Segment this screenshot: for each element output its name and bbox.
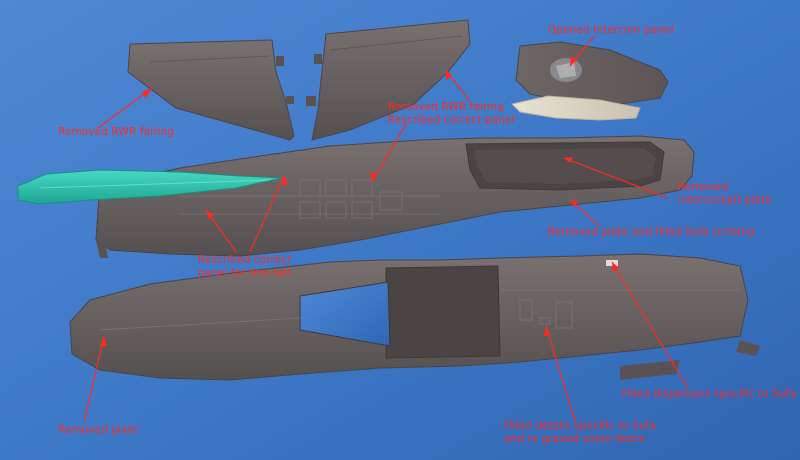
label-filled-details-line2: and re graved some doors <box>504 433 645 445</box>
intercom-panel-part <box>515 41 669 105</box>
label-removed-rwr-fairing-center: Removed RWR fairing <box>388 101 505 113</box>
label-removed-plate: Removed plate <box>58 424 139 436</box>
label-rescribed-thin-tail-line1: Rescribed correct <box>198 254 292 266</box>
lower-fuselage <box>69 253 760 381</box>
label-removed-intercockpit-line2: intercockpit plate <box>678 194 772 206</box>
vertical-fin <box>127 39 295 141</box>
label-removed-rwr-fairing-left: Removed RWR fairing <box>58 126 175 138</box>
label-filled-dispensers: Filled dispensers specific to Sufa <box>622 388 797 400</box>
annotation-arrowheads <box>100 56 619 346</box>
teal-spine-part <box>17 169 283 205</box>
label-rescribed-correct-panel: Rescribed correct panel <box>388 114 515 126</box>
label-filled-details-line1: Filled details specific to Sufa <box>504 420 657 432</box>
label-opened-intercom-panel: Opened Intercom panel <box>548 24 674 36</box>
label-removed-plate-filled-sufa: Removed plate and filled Sufa scribing <box>548 226 755 238</box>
ventral-fin-pair <box>306 19 471 141</box>
annotation-lines <box>83 35 689 425</box>
canopy-part <box>511 95 641 121</box>
label-rescribed-thin-tail-line2: panel for thin tail <box>198 267 291 279</box>
label-removed-intercockpit-line1: Removed <box>678 181 728 193</box>
